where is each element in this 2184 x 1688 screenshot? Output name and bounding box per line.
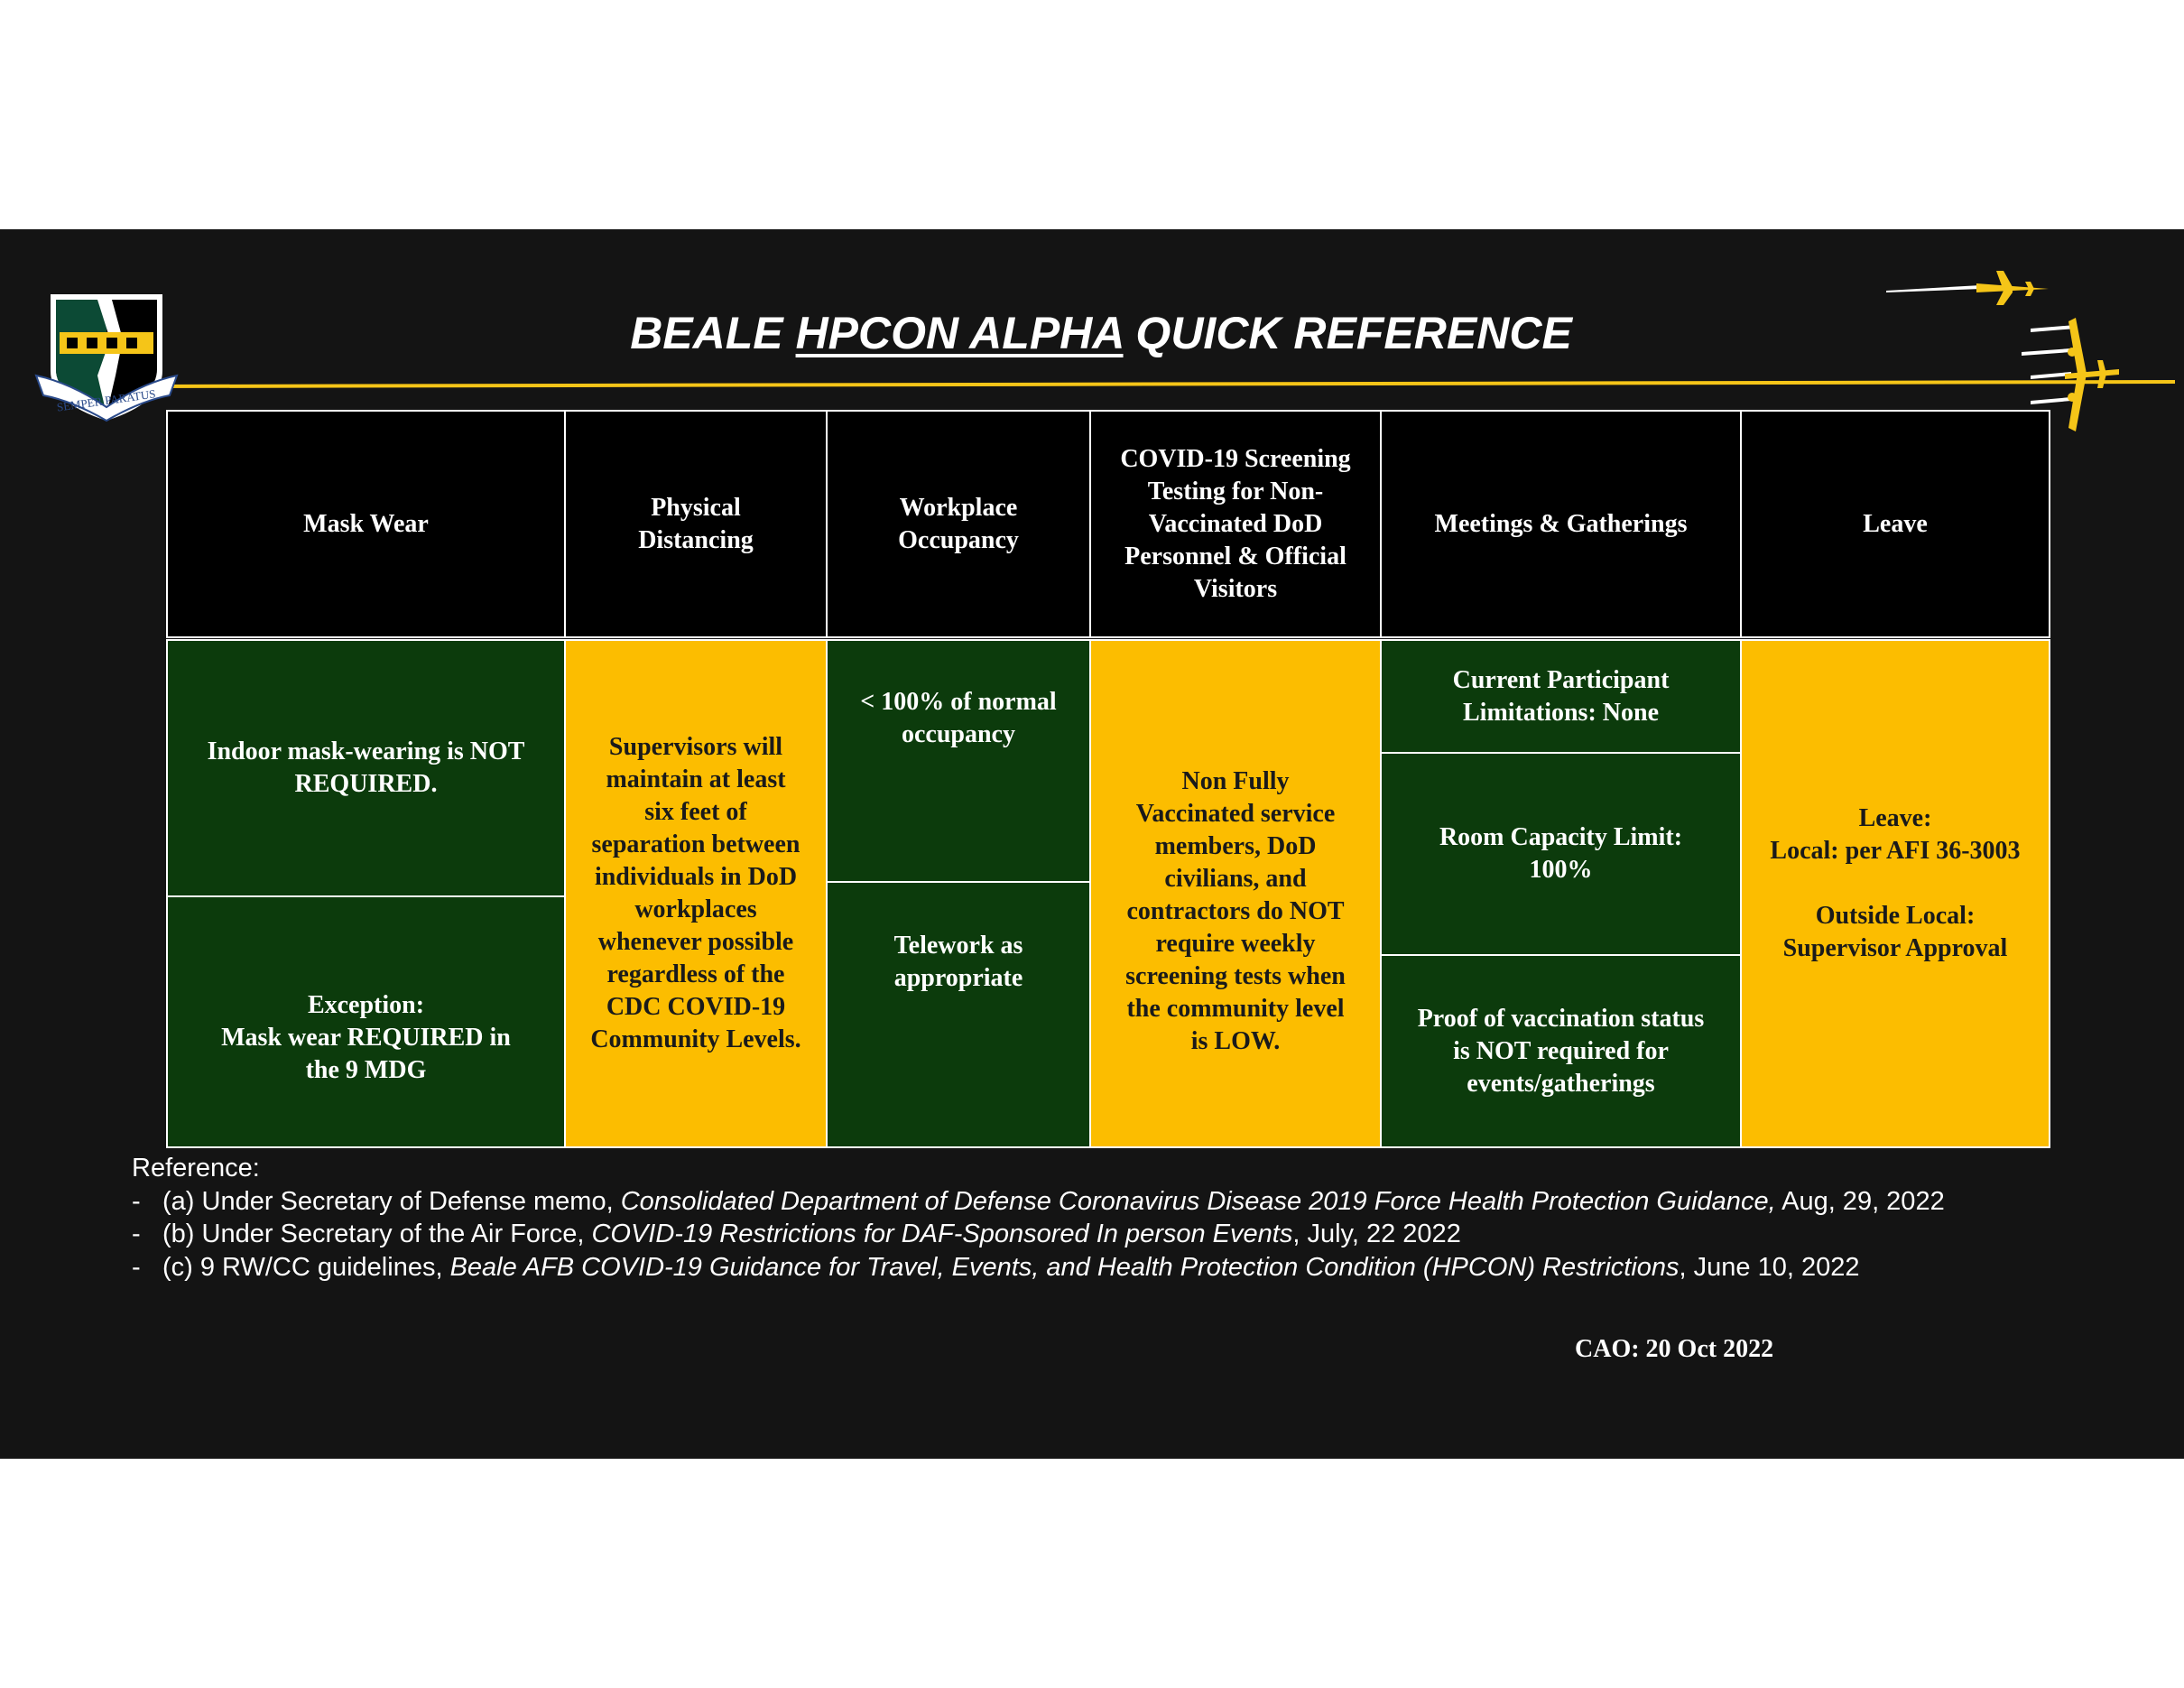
title-hpcon-level: HPCON ALPHA <box>795 308 1124 358</box>
reference-title: Beale AFB COVID-19 Guidance for Travel, … <box>449 1252 1680 1282</box>
swoosh-stripe <box>153 380 2175 388</box>
covid-screening-cell: Non Fully Vaccinated service members, Do… <box>1089 639 1382 1148</box>
meetings-vaccination-proof-cell: Proof of vaccination status is NOT requi… <box>1380 954 1742 1148</box>
reference-title: COVID-19 Restrictions for DAF-Sponsored … <box>591 1220 1293 1248</box>
header-leave: Leave <box>1740 410 2050 638</box>
page-title: BEALE HPCON ALPHA QUICK REFERENCE <box>0 306 2184 360</box>
reference-item: -(c) 9 RW/CC guidelines, Beale AFB COVID… <box>132 1252 1860 1282</box>
title-prefix: BEALE <box>630 308 796 358</box>
slide: SEMPER PARATUS BEALE HPCON ALPHA QUICK R… <box>0 229 2184 1459</box>
mask-wear-exception-cell: Exception: Mask wear REQUIRED in the 9 M… <box>166 895 566 1148</box>
header-workplace-occupancy: Workplace Occupancy <box>826 410 1091 638</box>
references-heading: Reference: <box>132 1154 260 1183</box>
header-mask-wear: Mask Wear <box>166 410 566 638</box>
reference-item: -(b) Under Secretary of the Air Force, C… <box>132 1220 1461 1248</box>
mask-wear-policy-cell: Indoor mask-wearing is NOT REQUIRED. <box>166 639 566 897</box>
reference-title: Consolidated Department of Defense Coron… <box>620 1186 1776 1216</box>
physical-distancing-cell: Supervisors will maintain at least six f… <box>564 639 828 1148</box>
aircraft-formation-icon <box>1886 271 2119 431</box>
meetings-participants-cell: Current Participant Limitations: None <box>1380 639 1742 754</box>
header-meetings-gatherings: Meetings & Gatherings <box>1380 410 1742 638</box>
leave-cell: Leave: Local: per AFI 36-3003 Outside Lo… <box>1740 639 2050 1148</box>
workplace-occupancy-cell: < 100% of normal occupancy <box>826 639 1091 883</box>
references: Reference: -(a) Under Secretary of Defen… <box>132 1152 1945 1284</box>
cao-date: CAO: 20 Oct 2022 <box>1575 1335 1774 1363</box>
wing-emblem-icon: SEMPER PARATUS <box>34 294 179 422</box>
header-covid-screening: COVID-19 Screening Testing for Non- Vacc… <box>1089 410 1382 638</box>
telework-cell: Telework as appropriate <box>826 881 1091 1148</box>
reference-item: -(a) Under Secretary of Defense memo, Co… <box>132 1186 1945 1216</box>
meetings-capacity-cell: Room Capacity Limit: 100% <box>1380 752 1742 956</box>
title-suffix: QUICK REFERENCE <box>1123 308 1572 358</box>
header-physical-distancing: Physical Distancing <box>564 410 828 638</box>
